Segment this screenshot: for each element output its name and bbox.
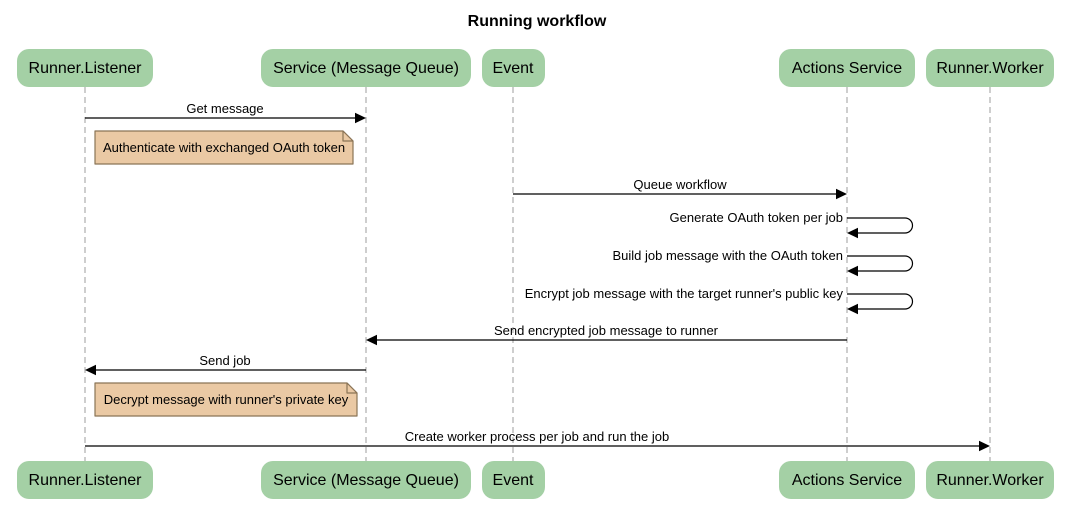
actor-label: Actions Service: [792, 472, 902, 489]
actor-top-actions-service: Actions Service: [779, 49, 915, 87]
message-send-encrypted-job-message: Send encrypted job message to runner: [366, 323, 847, 346]
message-get-message: Get message: [85, 101, 366, 124]
actor-bottom-actions-service: Actions Service: [779, 461, 915, 499]
actor-label: Actions Service: [792, 60, 902, 77]
note-label: Authenticate with exchanged OAuth token: [103, 140, 345, 155]
note-authenticate: Authenticate with exchanged OAuth token: [94, 130, 354, 165]
message-create-worker-process: Create worker process per job and run th…: [85, 429, 990, 452]
note-body: [94, 382, 358, 417]
actor-box: [482, 49, 545, 87]
actor-label: Service (Message Queue): [273, 472, 459, 489]
actor-top-event: Event: [482, 49, 545, 87]
actor-top-runner-listener: Runner.Listener: [17, 49, 153, 87]
message-label: Queue workflow: [633, 177, 727, 192]
note-decrypt: Decrypt message with runner's private ke…: [94, 382, 358, 417]
self-message-encrypt-job-message: Encrypt job message with the target runn…: [525, 286, 914, 315]
actor-box: [17, 49, 153, 87]
actor-box: [261, 49, 471, 87]
actor-label: Event: [493, 472, 534, 489]
actor-bottom-runner-worker: Runner.Worker: [926, 461, 1054, 499]
arrowhead-left-icon: [85, 364, 96, 376]
arrowhead-right-icon: [979, 440, 990, 452]
note-fold-corner-icon: [342, 130, 354, 142]
message-label: Create worker process per job and run th…: [405, 429, 669, 444]
arrowhead-left-icon: [847, 227, 858, 239]
arrowhead-left-icon: [847, 303, 858, 315]
self-loop-line: [847, 293, 914, 310]
message-label: Build job message with the OAuth token: [612, 248, 843, 263]
arrowhead-right-icon: [355, 112, 366, 124]
message-label: Get message: [186, 101, 263, 116]
message-label: Encrypt job message with the target runn…: [525, 286, 844, 301]
message-label: Send encrypted job message to runner: [494, 323, 719, 338]
self-message-generate-oauth-token: Generate OAuth token per job: [670, 210, 914, 239]
actor-bottom-service-message-queue: Service (Message Queue): [261, 461, 471, 499]
note-fold-corner-icon: [346, 382, 358, 394]
actor-top-service-message-queue: Service (Message Queue): [261, 49, 471, 87]
actor-bottom-event: Event: [482, 461, 545, 499]
actor-label: Event: [493, 60, 534, 77]
actor-box: [261, 461, 471, 499]
actor-top-runner-worker: Runner.Worker: [926, 49, 1054, 87]
arrowhead-left-icon: [366, 334, 377, 346]
message-queue-workflow: Queue workflow: [513, 177, 847, 200]
self-loop-line: [847, 255, 914, 272]
actor-bottom-runner-listener: Runner.Listener: [17, 461, 153, 499]
diagram-title: Running workflow: [468, 13, 607, 30]
arrowhead-left-icon: [847, 265, 858, 277]
self-loop-line: [847, 217, 914, 234]
actor-label: Runner.Worker: [936, 472, 1044, 489]
actor-label: Service (Message Queue): [273, 60, 459, 77]
actor-label: Runner.Listener: [29, 472, 143, 489]
message-label: Generate OAuth token per job: [670, 210, 843, 225]
actor-box: [17, 461, 153, 499]
actor-box: [926, 461, 1054, 499]
actor-box: [482, 461, 545, 499]
actor-box: [926, 49, 1054, 87]
actor-box: [779, 461, 915, 499]
message-send-job: Send job: [85, 353, 366, 376]
message-label: Send job: [199, 353, 250, 368]
actor-label: Runner.Worker: [936, 60, 1044, 77]
self-message-build-job-message: Build job message with the OAuth token: [612, 248, 914, 277]
note-body: [94, 130, 354, 165]
arrowhead-right-icon: [836, 188, 847, 200]
note-label: Decrypt message with runner's private ke…: [104, 392, 349, 407]
actor-box: [779, 49, 915, 87]
actor-label: Runner.Listener: [29, 60, 143, 77]
